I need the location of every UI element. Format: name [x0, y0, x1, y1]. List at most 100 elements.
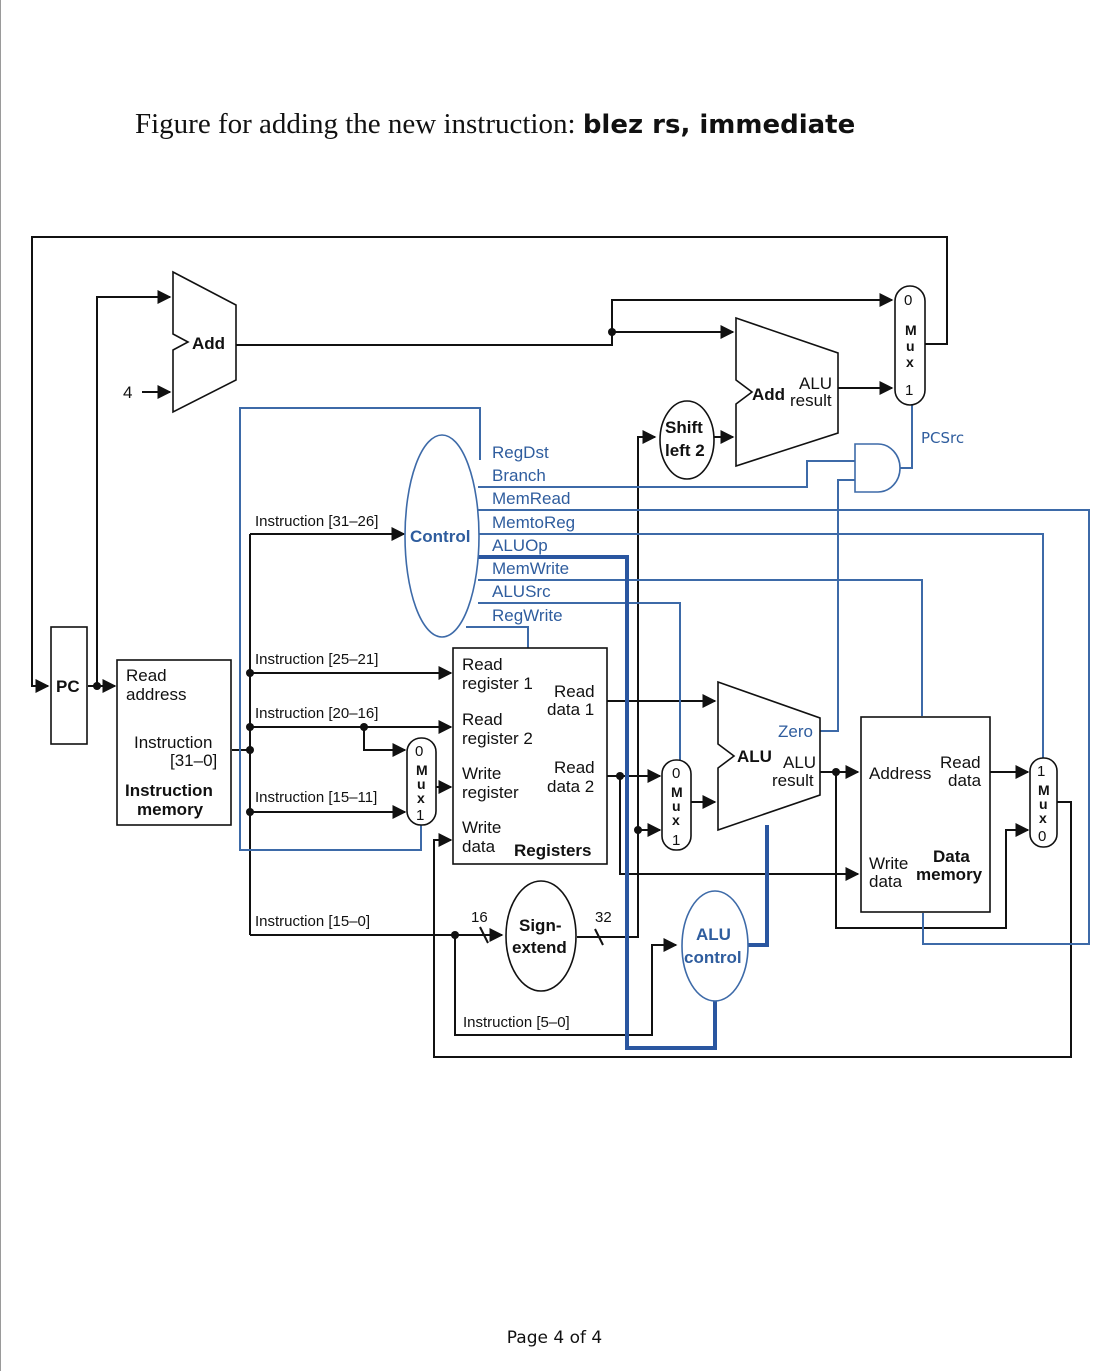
reg-read-data2-line1: Read	[554, 758, 595, 777]
field-imm: Instruction [15–0]	[255, 913, 370, 930]
page-edge	[0, 0, 1, 1371]
pcsrc-label: PCSrc	[921, 429, 964, 447]
data-memory: Address Read data Write data Data memory	[860, 716, 991, 913]
reg-read-data1-line2: data 1	[547, 700, 594, 719]
dm-name-line2: memory	[916, 865, 983, 884]
control-wires	[239, 402, 1090, 1050]
alu-result-line2: result	[772, 771, 814, 790]
im-read-address-line2: address	[126, 685, 186, 704]
title-instruction: blez rs, immediate	[582, 110, 856, 140]
alusrc-mux-letter-x: x	[672, 812, 680, 828]
dm-read-data-line1: Read	[940, 753, 981, 772]
memtoreg-mux: 1 M u x 0	[1029, 757, 1058, 848]
im-instruction-line1: Instruction	[134, 733, 212, 752]
signal-memwrite: MemWrite	[492, 559, 569, 578]
datapath-wires	[31, 236, 1072, 1058]
regdst-mux-in1: 1	[416, 807, 424, 824]
field-rd: Instruction [15–11]	[255, 789, 377, 806]
dm-address: Address	[869, 764, 931, 783]
signal-memread: MemRead	[492, 489, 570, 508]
signal-regdst: RegDst	[492, 443, 549, 462]
pc-mux-letter-u: u	[906, 338, 915, 354]
page-title: Figure for adding the new instruction: b…	[135, 108, 855, 141]
alu-result-line1: ALU	[783, 753, 816, 772]
control-unit: Control	[404, 434, 480, 638]
pc-adder-label: Add	[192, 334, 225, 353]
sign-extend: Sign- extend 16 32	[471, 880, 612, 992]
regdst-mux-letter-m: M	[416, 762, 428, 778]
pc-mux-in0: 0	[904, 292, 912, 309]
shift-left-line2: left 2	[665, 441, 705, 460]
reg-read-reg1-line1: Read	[462, 655, 503, 674]
sign-extend-line2: extend	[512, 938, 567, 957]
instruction-memory: Read address Instruction [31–0] Instruct…	[116, 659, 232, 826]
control-label: Control	[410, 527, 470, 546]
alusrc-mux-letter-u: u	[672, 798, 681, 814]
reg-write-reg-line2: register	[462, 783, 519, 802]
memtoreg-mux-letter-x: x	[1039, 810, 1047, 826]
title-prefix: Figure for adding the new instruction:	[135, 108, 583, 140]
pc-source-mux: 0 M u x 1	[894, 285, 926, 406]
sign-extend-line1: Sign-	[519, 916, 562, 935]
reg-write-data-line1: Write	[462, 818, 501, 837]
signal-branch: Branch	[492, 466, 546, 485]
reg-write-data-line2: data	[462, 837, 496, 856]
dm-write-data-line2: data	[869, 872, 903, 891]
sign-extend-in-width: 16	[471, 909, 488, 926]
pc-mux-letter-x: x	[906, 354, 914, 370]
im-read-address-line1: Read	[126, 666, 167, 685]
shift-left-line1: Shift	[665, 418, 703, 437]
alusrc-mux-in1: 1	[672, 832, 680, 849]
shift-left-2: Shift left 2	[659, 400, 715, 480]
im-name-line2: memory	[137, 800, 204, 819]
branch-adder: Add ALU result	[735, 316, 839, 468]
field-rs: Instruction [25–21]	[255, 651, 378, 668]
regdst-mux-letter-u: u	[417, 776, 426, 792]
alu: ALU Zero ALU result	[717, 680, 821, 832]
instruction-field-labels: Instruction [31–26] Instruction [25–21] …	[255, 513, 570, 1031]
pc-mux-letter-m: M	[905, 322, 917, 338]
im-instruction-line2: [31–0]	[170, 751, 217, 770]
program-counter: PC	[50, 626, 88, 745]
reg-write-reg-line1: Write	[462, 764, 501, 783]
reg-name: Registers	[514, 841, 591, 860]
sign-extend-out-width: 32	[595, 909, 612, 926]
dm-read-data-line2: data	[948, 771, 982, 790]
alusrc-mux: 0 M u x 1	[661, 759, 692, 851]
reg-read-data1-line1: Read	[554, 682, 595, 701]
constant-four: 4	[123, 383, 132, 402]
regdst-mux: 0 M u x 1	[406, 737, 437, 826]
memtoreg-mux-in0: 0	[1038, 828, 1046, 845]
dm-write-data-line1: Write	[869, 854, 908, 873]
regdst-mux-letter-x: x	[417, 790, 425, 806]
memtoreg-mux-letter-u: u	[1039, 796, 1048, 812]
reg-read-data2-line2: data 2	[547, 777, 594, 796]
alu-control-line1: ALU	[696, 925, 731, 944]
register-file: Read register 1 Read register 2 Write re…	[452, 647, 608, 865]
signal-aluop: ALUOp	[492, 536, 548, 555]
alusrc-mux-in0: 0	[672, 765, 680, 782]
branch-adder-label: Add	[752, 385, 785, 404]
alu-label: ALU	[737, 747, 772, 766]
alu-zero-label: Zero	[778, 722, 813, 741]
signal-alusrc: ALUSrc	[492, 582, 551, 601]
pc-mux-in1: 1	[905, 382, 913, 399]
im-name-line1: Instruction	[125, 781, 213, 800]
signal-regwrite: RegWrite	[492, 606, 563, 625]
branch-adder-result-line1: ALU	[799, 374, 832, 393]
reg-read-reg2-line1: Read	[462, 710, 503, 729]
branch-adder-result-line2: result	[790, 391, 832, 410]
pc-adder: Add	[172, 270, 237, 414]
field-funct: Instruction [5–0]	[463, 1014, 570, 1031]
regdst-mux-in0: 0	[415, 743, 423, 760]
field-op: Instruction [31–26]	[255, 513, 378, 530]
control-signal-labels: RegDst Branch MemRead MemtoReg ALUOp Mem…	[492, 443, 575, 625]
pc-label: PC	[56, 677, 80, 696]
reg-read-reg1-line2: register 1	[462, 674, 533, 693]
memtoreg-mux-in1: 1	[1037, 763, 1045, 780]
reg-read-reg2-line2: register 2	[462, 729, 533, 748]
alu-control-line2: control	[684, 948, 742, 967]
field-rt: Instruction [20–16]	[255, 705, 378, 722]
page-number: Page 4 of 4	[506, 1328, 603, 1348]
